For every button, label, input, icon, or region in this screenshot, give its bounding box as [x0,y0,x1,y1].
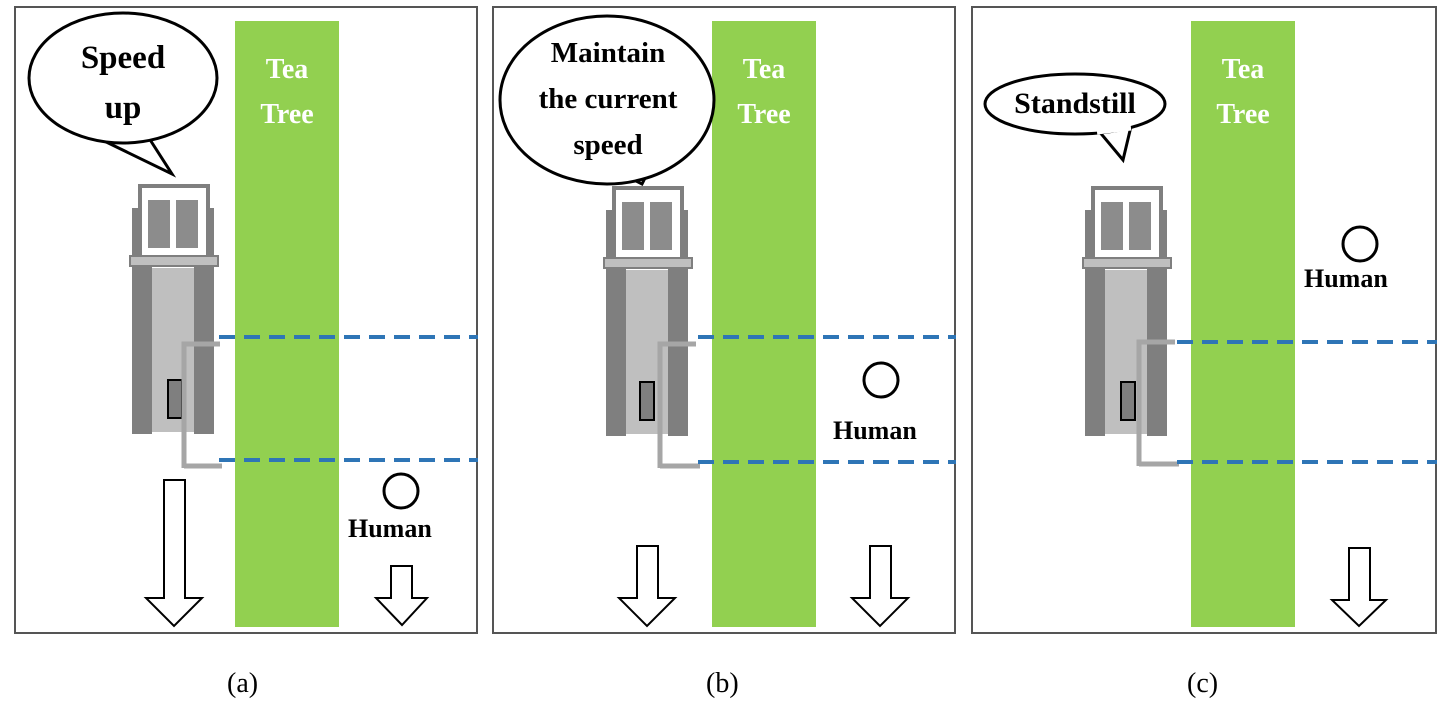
caption-a: (a) [227,668,259,699]
tea-tree-label: Tea Tree [737,54,791,130]
panel-a-drawing [27,11,478,628]
down-arrow-icon [616,545,678,628]
speech-bubble-text: Standstill [1014,87,1136,120]
tea-harvester-icon [1082,186,1179,467]
speech-bubble [498,14,716,187]
tea-tree-row: Tea Tree [235,21,339,627]
human-circle-icon [862,361,900,399]
speech-bubble-text: Maintain the current speed [538,37,678,161]
human-label: Human [348,514,432,543]
panel-a: Tea Tree Speed up Human [14,6,478,634]
tea-tree-label: Tea Tree [1216,54,1270,130]
down-arrow-icon [143,479,205,628]
panel-c: Tea Tree Standstill Human [971,6,1437,634]
tea-tree-label: Tea Tree [260,54,314,130]
speech-bubble [27,11,219,178]
human-circle-icon [382,472,420,510]
human-circle-icon [1341,225,1379,263]
down-arrow-icon [1329,547,1389,628]
human-label: Human [1304,264,1388,293]
speech-bubble [983,72,1167,164]
tea-tree-row: Tea Tree [712,21,816,627]
caption-c: (c) [1187,668,1219,699]
tea-harvester-icon [603,186,700,469]
speech-bubble-text: Speed up [80,40,166,126]
tea-tree-row: Tea Tree [1191,21,1295,627]
tea-harvester-icon [129,184,222,469]
down-arrow-icon [373,565,430,627]
panel-b: Tea Tree Maintain the current speed Huma… [492,6,956,634]
human-label: Human [833,416,917,445]
down-arrow-icon [849,545,911,628]
panel-b-drawing [498,14,956,628]
caption-b: (b) [706,668,739,699]
panel-c-drawing [983,72,1437,628]
